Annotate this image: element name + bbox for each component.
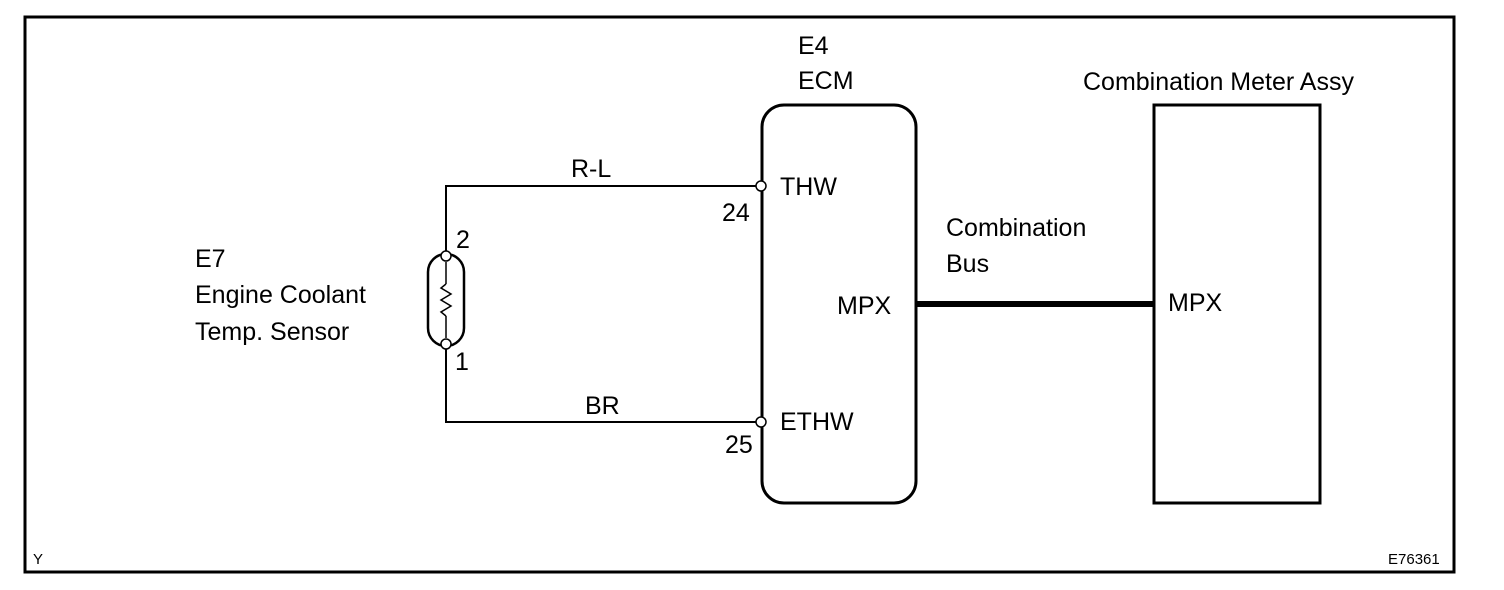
sensor-pin2-terminal	[440, 250, 452, 262]
wire-br	[445, 344, 756, 423]
ecm-code: E4	[798, 32, 829, 60]
corner-label: Y	[33, 551, 43, 568]
sensor-pin1-terminal	[440, 338, 452, 350]
ecm-thw-terminal	[755, 180, 767, 192]
resistor-icon	[439, 283, 453, 317]
sensor-name-line2: Temp. Sensor	[195, 318, 349, 346]
diagram-frame	[23, 15, 1456, 574]
sensor-code: E7	[195, 245, 226, 273]
ecm-name: ECM	[798, 67, 854, 95]
wire-color-bottom: BR	[585, 392, 620, 420]
ecm-pin-ethw: ETHW	[780, 408, 854, 436]
sensor-pin-top: 2	[456, 226, 470, 254]
ecm-pin-thw: THW	[780, 173, 837, 201]
ecm-ethw-terminal	[755, 416, 767, 428]
ecm-box	[760, 103, 918, 505]
bus-label-line2: Bus	[946, 250, 989, 278]
meter-pin-mpx: MPX	[1168, 289, 1223, 317]
ecm-pin-thw-number: 24	[722, 199, 750, 227]
bus-label-line1: Combination	[946, 214, 1086, 242]
ecm-pin-ethw-number: 25	[725, 431, 753, 459]
sensor-name-line1: Engine Coolant	[195, 281, 366, 309]
sensor-symbol	[426, 250, 466, 350]
sensor-pin-bottom: 1	[455, 348, 469, 376]
ecm-pin-mpx: MPX	[837, 292, 892, 320]
wire-r-l	[445, 185, 756, 256]
wire-color-top: R-L	[571, 155, 611, 183]
meter-name: Combination Meter Assy	[1083, 68, 1354, 96]
figure-id: E76361	[1388, 551, 1440, 568]
